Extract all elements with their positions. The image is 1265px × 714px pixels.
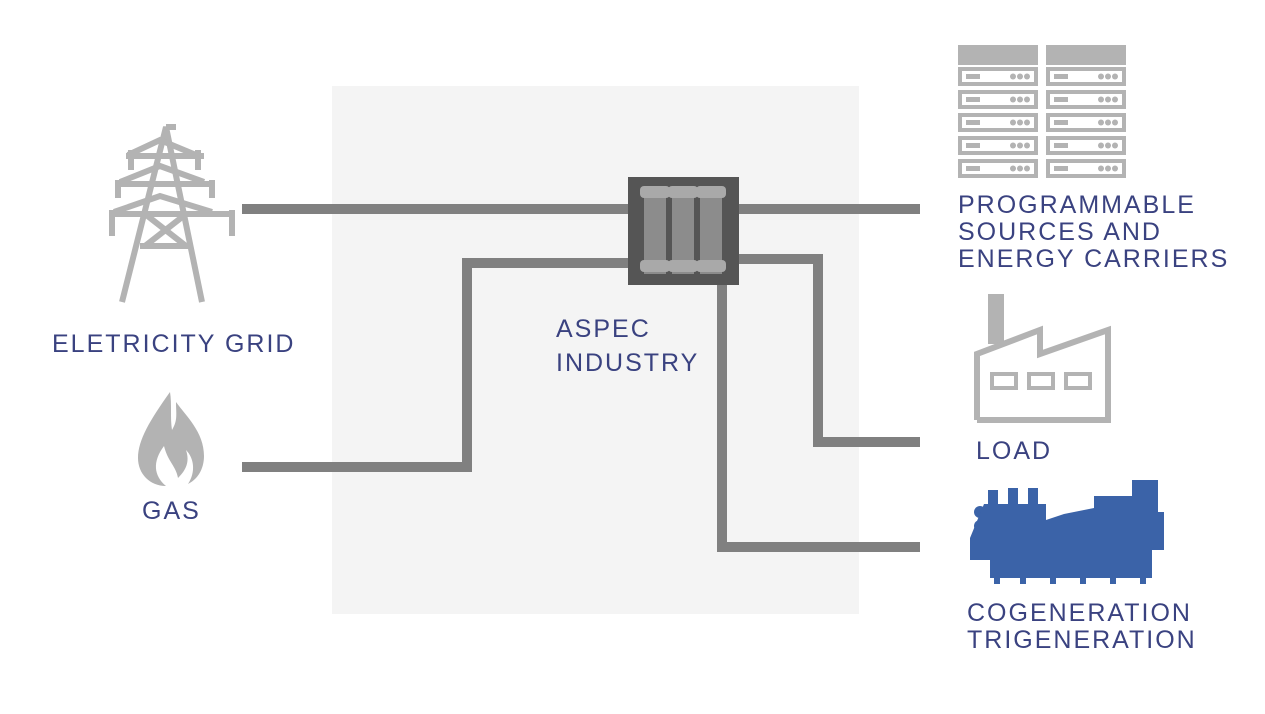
connection-lines xyxy=(242,204,920,552)
server-rack-icon xyxy=(958,45,1126,178)
generator-engine-icon xyxy=(970,480,1164,584)
transmission-tower-icon xyxy=(109,124,235,303)
factory-icon xyxy=(974,294,1111,423)
aspec-industry-label: ASPEC INDUSTRY xyxy=(556,315,700,377)
load-label: LOAD xyxy=(976,437,1053,465)
gas-flame-icon xyxy=(138,392,204,486)
electricity-grid-label: ELETRICITY GRID xyxy=(52,330,296,358)
aspec-industry-panel xyxy=(332,86,859,614)
programmable-sources-label: PROGRAMMABLE SOURCES AND ENERGY CARRIERS xyxy=(958,191,1230,273)
cogeneration-label: COGENERATION TRIGENERATION xyxy=(967,599,1197,654)
aspec-cabinet-icon xyxy=(628,177,739,285)
gas-to-hub-line xyxy=(242,258,640,472)
hub-to-load-line xyxy=(738,254,920,447)
hub-to-cogen-line xyxy=(717,282,920,552)
gas-label: GAS xyxy=(142,497,201,525)
